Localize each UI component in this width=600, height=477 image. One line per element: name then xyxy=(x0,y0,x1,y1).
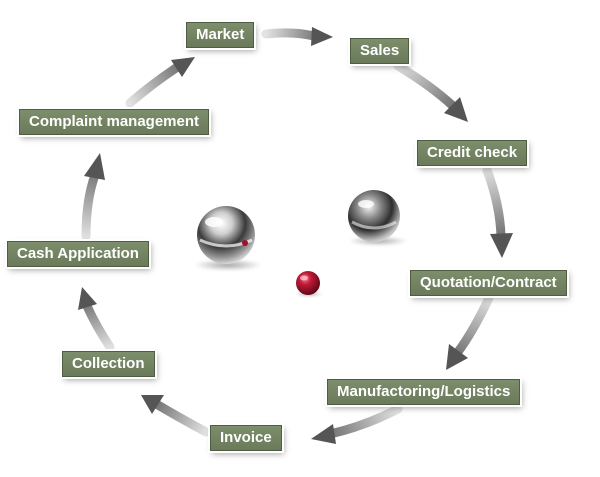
arrow-cash-to-complaint xyxy=(81,153,105,241)
step-invoice: Invoice xyxy=(210,425,282,451)
arrow-invoice-to-collection xyxy=(141,395,211,437)
step-collection: Collection xyxy=(62,351,155,377)
arrow-collection-to-cash xyxy=(78,287,115,352)
cycle-arrows xyxy=(78,27,513,444)
step-manufacturing-logistics: Manufactoring/Logistics xyxy=(327,379,521,405)
step-credit-check: Credit check xyxy=(417,140,528,166)
arrow-market-to-sales xyxy=(261,27,333,46)
step-market: Market xyxy=(186,22,255,48)
step-quotation-contract: Quotation/Contract xyxy=(410,270,567,296)
arrow-credit-to-quotation xyxy=(482,165,513,258)
arrow-quotation-to-manufacturing xyxy=(446,293,494,370)
step-cash-application: Cash Application xyxy=(7,241,149,267)
step-sales: Sales xyxy=(350,38,410,64)
arrow-manufacturing-to-invoice xyxy=(311,404,403,444)
step-complaint-management: Complaint management xyxy=(19,109,210,135)
center-decoration xyxy=(194,190,408,297)
chrome-ball-left xyxy=(197,206,255,264)
chrome-ball-right xyxy=(348,190,400,242)
arrow-complaint-to-market xyxy=(125,57,195,108)
arrow-sales-to-credit xyxy=(393,61,468,122)
red-ball xyxy=(296,271,320,295)
